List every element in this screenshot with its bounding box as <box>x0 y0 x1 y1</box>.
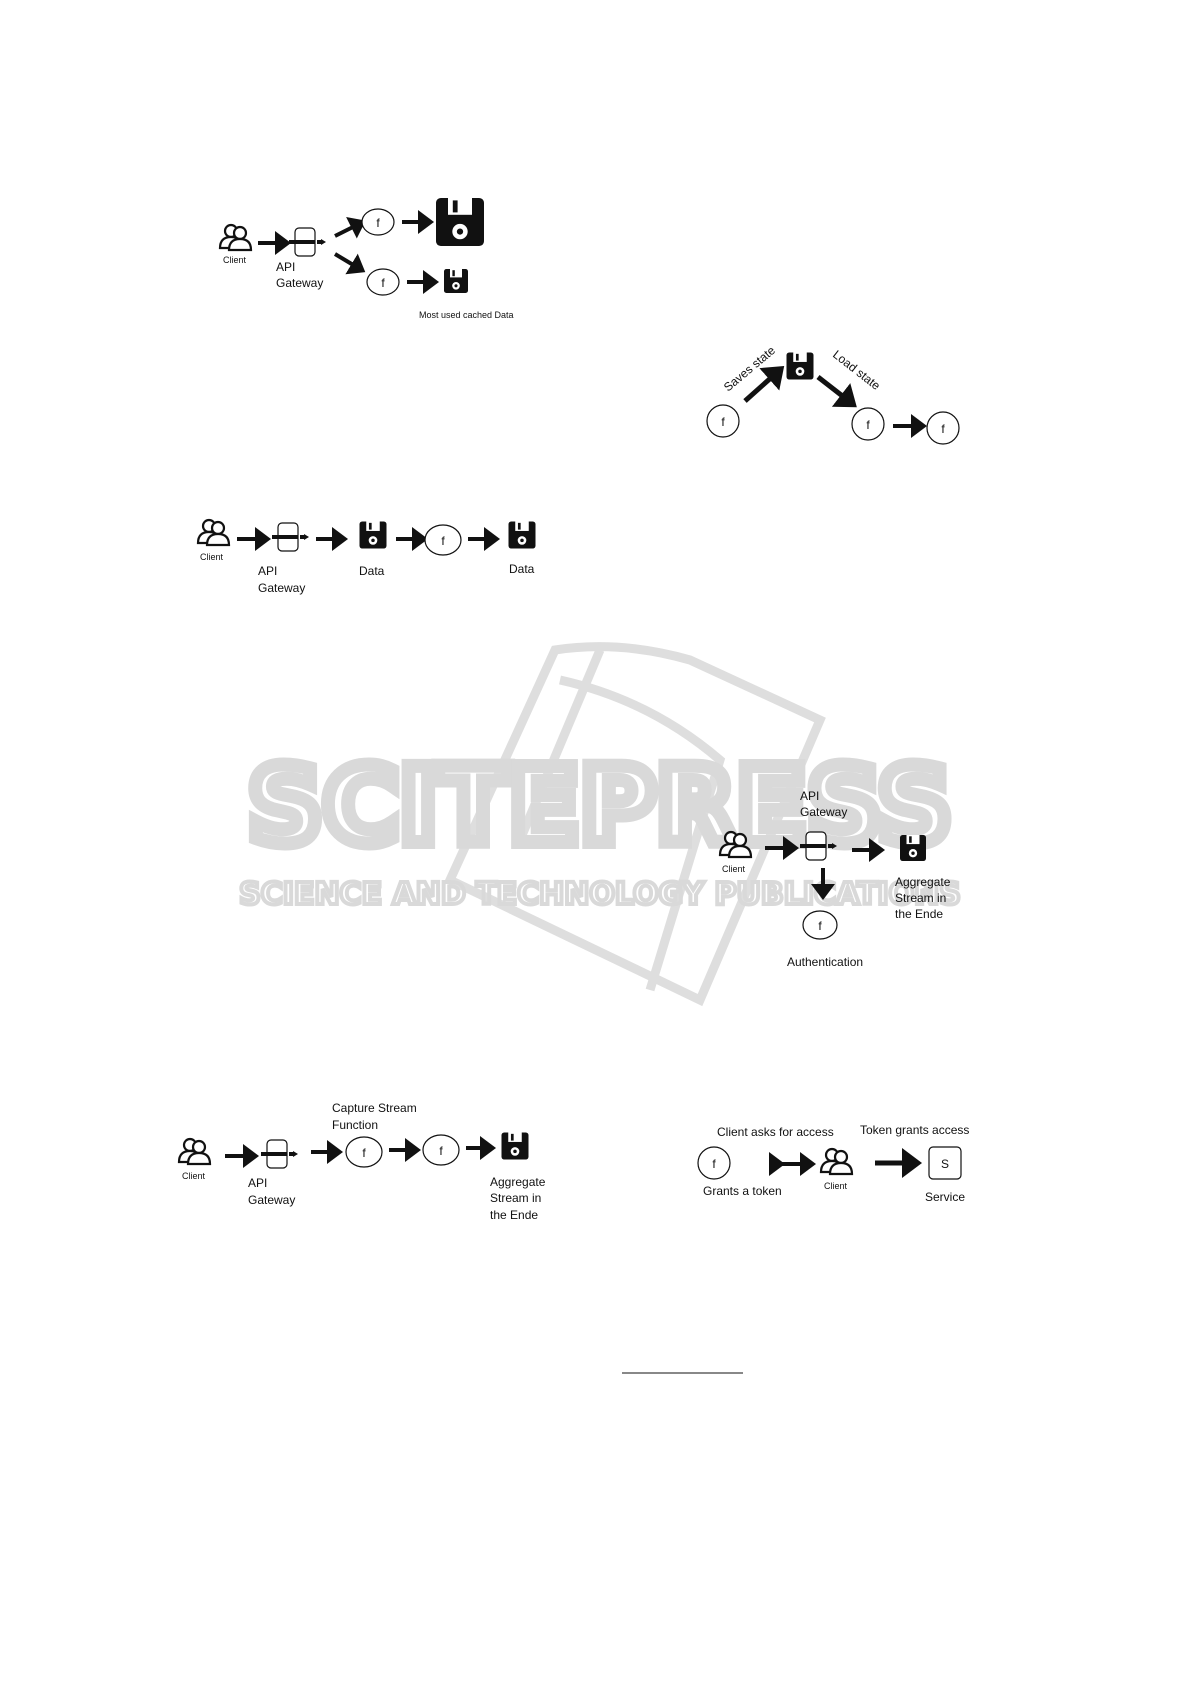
svg-text:f: f <box>376 216 380 230</box>
arrow-icon <box>743 366 785 403</box>
capture-label-line2: Function <box>332 1118 378 1132</box>
data-floppy-icon <box>508 521 536 549</box>
service-node: S <box>928 1146 962 1180</box>
svg-text:S: S <box>941 1157 949 1171</box>
function-node: f <box>802 910 838 940</box>
client-icon <box>819 1147 854 1176</box>
svg-text:f: f <box>441 534 445 548</box>
stream-diagram: Capture Stream Function Client API Gatew… <box>177 1101 546 1222</box>
saves-state-label: Saves state <box>721 343 778 394</box>
token-diagram: Client asks for access Token grants acce… <box>697 1123 969 1204</box>
data-label: Data <box>359 564 385 578</box>
gateway-label-line2: Gateway <box>258 581 305 595</box>
client-label: Client <box>200 552 224 562</box>
state-diagram: f Saves state Load state f f <box>706 343 960 445</box>
svg-text:f: f <box>941 422 945 436</box>
function-node: f <box>345 1136 383 1168</box>
svg-text:f: f <box>721 415 725 429</box>
function-node: f <box>361 208 395 236</box>
data-label: Data <box>509 562 535 576</box>
store-label-line1: Aggregate <box>490 1175 546 1189</box>
svg-text:f: f <box>439 1144 443 1158</box>
watermark-brand: SCITEPRESS <box>248 745 952 867</box>
data-floppy-icon <box>359 521 387 549</box>
store-floppy-icon <box>900 835 926 861</box>
load-state-label: Load state <box>830 347 883 393</box>
watermark: SCITEPRESS SCIENCE AND TECHNOLOGY PUBLIC… <box>237 642 963 1007</box>
client-label: Client <box>223 255 247 265</box>
client-icon <box>196 518 231 547</box>
function-node: f <box>851 407 885 441</box>
function-node: f <box>366 268 400 296</box>
token-grants-access-label: Token grants access <box>860 1123 969 1137</box>
cache-label: Most used cached Data <box>419 310 514 320</box>
function-node: f <box>422 1134 460 1166</box>
api-gateway-icon <box>287 226 328 258</box>
gateway-label-line1: API <box>800 789 819 803</box>
api-gateway-icon <box>270 521 311 553</box>
svg-text:f: f <box>381 276 385 290</box>
data-pipeline-diagram: Client API Gateway Data f Data <box>196 518 536 595</box>
gateway-label-line1: API <box>248 1176 267 1190</box>
client-icon <box>177 1137 212 1166</box>
watermark-tagline: SCIENCE AND TECHNOLOGY PUBLICATIONS <box>239 877 961 912</box>
store-label-line2: Stream in <box>895 891 946 905</box>
capture-label-line1: Capture Stream <box>332 1101 417 1115</box>
cache-floppy-icon <box>444 269 468 293</box>
gateway-label-line1: API <box>276 260 295 274</box>
arrow-icon <box>333 252 366 275</box>
authentication-label: Authentication <box>787 955 863 969</box>
client-label: Client <box>722 864 746 874</box>
svg-text:f: f <box>866 418 870 432</box>
store-label-line1: Aggregate <box>895 875 951 889</box>
store-label-line3: the Ende <box>490 1208 538 1222</box>
store-label-line2: Stream in <box>490 1191 541 1205</box>
client-label: Client <box>182 1171 206 1181</box>
gateway-label-line2: Gateway <box>276 276 323 290</box>
store-label-line3: the Ende <box>895 907 943 921</box>
function-node: f <box>424 524 462 556</box>
svg-text:f: f <box>362 1146 366 1160</box>
client-icon <box>218 223 253 252</box>
arrow-icon <box>816 375 857 408</box>
gateway-label-line2: Gateway <box>248 1193 295 1207</box>
arrow-icon <box>334 217 366 239</box>
state-floppy-icon <box>786 352 814 380</box>
api-gateway-icon <box>259 1138 300 1170</box>
authentication-diagram: API Gateway Client Aggregate Stream in t… <box>718 789 951 969</box>
grants-token-label: Grants a token <box>703 1184 782 1198</box>
watermark-book-logo <box>444 642 826 1007</box>
database-floppy-icon <box>436 198 484 246</box>
asks-access-label: Client asks for access <box>717 1125 834 1139</box>
svg-text:f: f <box>818 919 822 933</box>
client-label: Client <box>824 1181 848 1191</box>
function-node: f <box>697 1146 731 1180</box>
gateway-label-line2: Gateway <box>800 805 847 819</box>
svg-text:f: f <box>712 1157 716 1171</box>
function-node: f <box>706 404 740 438</box>
service-label: Service <box>925 1190 965 1204</box>
gateway-label-line1: API <box>258 564 277 578</box>
function-node: f <box>926 411 960 445</box>
caching-diagram: Client API Gateway f f Most used cached … <box>218 198 514 320</box>
store-floppy-icon <box>501 1132 529 1160</box>
